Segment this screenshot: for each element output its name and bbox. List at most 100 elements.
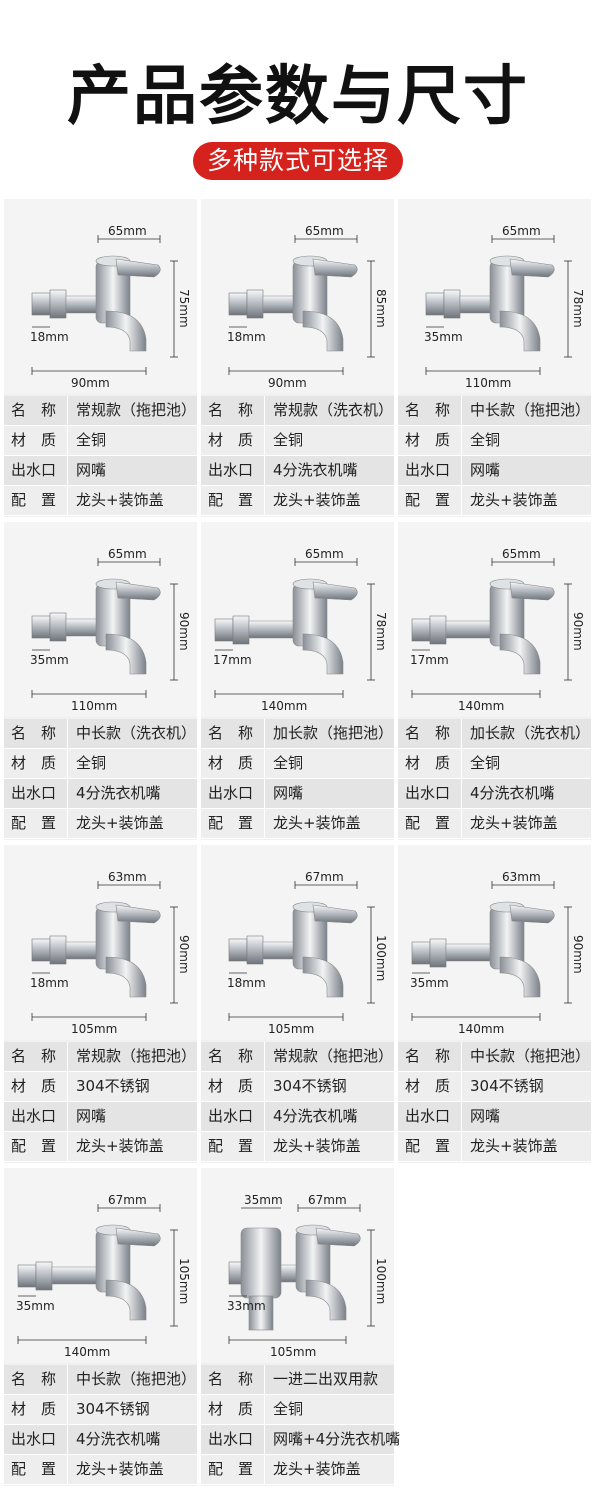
dim-inlet-label: 18mm [227, 330, 266, 344]
spec-value-name: 中长款（拖把池） [462, 1042, 591, 1071]
dim-top-label: 67mm [305, 870, 344, 884]
spec-row-material: 材 质全铜 [398, 426, 591, 456]
spec-value-config: 龙头+装饰盖 [462, 486, 591, 515]
spec-value-material: 全铜 [68, 749, 197, 778]
spec-label-name: 名 称 [4, 396, 68, 425]
dim-inlet-label: 18mm [30, 976, 69, 990]
spec-row-config: 配 置龙头+装饰盖 [398, 809, 591, 839]
spec-value-material: 全铜 [265, 426, 394, 455]
spec-label-outlet: 出水口 [4, 1102, 68, 1131]
spec-row-outlet: 出水口网嘴 [398, 456, 591, 486]
spec-row-name: 名 称常规款（洗衣机） [201, 396, 394, 426]
dim-top-label: 65mm [108, 224, 147, 238]
spec-row-name: 名 称常规款（拖把池） [4, 1042, 197, 1072]
spec-label-config: 配 置 [4, 486, 68, 515]
spec-value-outlet: 网嘴 [68, 456, 197, 485]
spec-row-name: 名 称加长款（洗衣机） [398, 719, 591, 749]
spec-value-config: 龙头+装饰盖 [265, 1132, 394, 1161]
spec-value-name: 中长款（拖把池） [462, 396, 591, 425]
spec-row-config: 配 置龙头+装饰盖 [201, 486, 394, 516]
spec-label-outlet: 出水口 [4, 779, 68, 808]
dim-side-label: 75mm [177, 289, 191, 328]
dim-inlet-label: 35mm [16, 1299, 55, 1313]
spec-table: 名 称常规款（拖把池）材 质全铜出水口网嘴配 置龙头+装饰盖 [4, 396, 197, 516]
spec-label-name: 名 称 [398, 396, 462, 425]
spec-value-config: 龙头+装饰盖 [265, 486, 394, 515]
spec-row-material: 材 质全铜 [201, 749, 394, 779]
spec-label-name: 名 称 [4, 1042, 68, 1071]
spec-value-name: 常规款（洗衣机） [265, 396, 394, 425]
dim-top-label: 67mm [308, 1193, 347, 1207]
spec-label-material: 材 质 [398, 426, 462, 455]
dim-side-label: 78mm [571, 289, 585, 328]
dim-top2-label: 35mm [244, 1193, 283, 1207]
spec-label-material: 材 质 [4, 1072, 68, 1101]
spec-value-material: 304不锈钢 [68, 1395, 197, 1424]
dim-inlet-label: 33mm [227, 1299, 266, 1313]
spec-value-config: 龙头+装饰盖 [265, 1455, 394, 1484]
spec-value-name: 常规款（拖把池） [68, 396, 197, 425]
spec-value-outlet: 网嘴 [68, 1102, 197, 1131]
spec-value-outlet: 4分洗衣机嘴 [68, 779, 197, 808]
spec-label-name: 名 称 [201, 719, 265, 748]
dim-top-label: 65mm [502, 224, 541, 238]
spec-value-name: 一进二出双用款 [265, 1365, 394, 1394]
spec-value-material: 304不锈钢 [265, 1072, 394, 1101]
spec-value-outlet: 4分洗衣机嘴 [265, 1102, 394, 1131]
spec-value-outlet: 4分洗衣机嘴 [68, 1425, 197, 1454]
dim-side-label: 90mm [177, 935, 191, 974]
dim-top-label: 63mm [108, 870, 147, 884]
spec-value-outlet: 网嘴 [265, 779, 394, 808]
dim-top-label: 63mm [502, 870, 541, 884]
spec-label-material: 材 质 [201, 749, 265, 778]
spec-value-config: 龙头+装饰盖 [462, 809, 591, 838]
spec-label-config: 配 置 [398, 809, 462, 838]
spec-row-material: 材 质全铜 [4, 426, 197, 456]
spec-value-material: 304不锈钢 [68, 1072, 197, 1101]
spec-label-material: 材 质 [201, 426, 265, 455]
dim-top-label: 65mm [305, 224, 344, 238]
dim-bottom-label: 90mm [71, 376, 110, 390]
spec-label-outlet: 出水口 [201, 779, 265, 808]
dim-side-label: 90mm [177, 612, 191, 651]
spec-table: 名 称加长款（拖把池）材 质全铜出水口网嘴配 置龙头+装饰盖 [201, 719, 394, 839]
spec-row-name: 名 称中长款（拖把池） [4, 1365, 197, 1395]
dim-bottom-label: 90mm [268, 376, 307, 390]
dim-top-label: 65mm [502, 547, 541, 561]
spec-label-config: 配 置 [201, 486, 265, 515]
dim-inlet-label: 18mm [227, 976, 266, 990]
spec-row-config: 配 置龙头+装饰盖 [398, 1132, 591, 1162]
spec-row-material: 材 质全铜 [4, 749, 197, 779]
spec-label-outlet: 出水口 [201, 456, 265, 485]
dim-inlet-label: 35mm [424, 330, 463, 344]
spec-label-outlet: 出水口 [4, 1425, 68, 1454]
dim-side-label: 100mm [374, 1258, 388, 1304]
spec-row-config: 配 置龙头+装饰盖 [4, 1455, 197, 1485]
spec-label-config: 配 置 [201, 1455, 265, 1484]
dim-top-label: 67mm [108, 1193, 147, 1207]
spec-row-config: 配 置龙头+装饰盖 [398, 486, 591, 516]
spec-label-name: 名 称 [398, 719, 462, 748]
spec-table: 名 称一进二出双用款材 质全铜出水口网嘴+4分洗衣机嘴配 置龙头+装饰盖 [201, 1365, 400, 1485]
spec-row-config: 配 置龙头+装饰盖 [201, 1455, 394, 1485]
spec-label-material: 材 质 [201, 1395, 265, 1424]
dim-inlet-label: 17mm [410, 653, 449, 667]
spec-label-config: 配 置 [4, 809, 68, 838]
spec-value-config: 龙头+装饰盖 [68, 1455, 197, 1484]
